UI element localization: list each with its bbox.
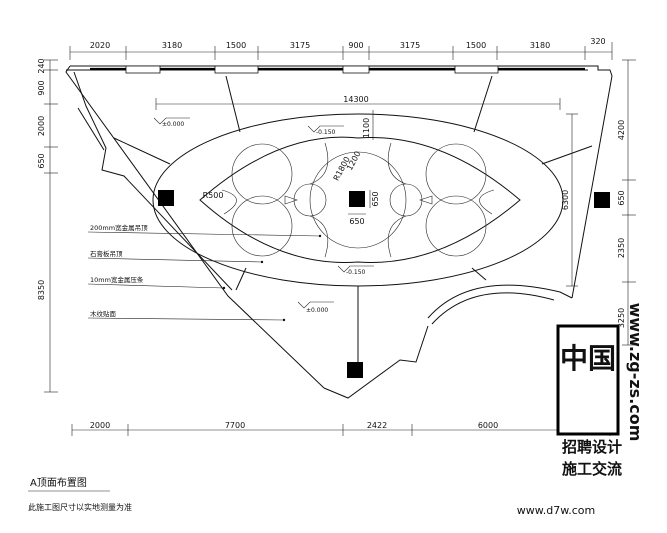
title-block: A顶面布置图 此施工图尺寸以实地测量为准 [28,477,132,512]
watermark-logo: 中国 [560,342,616,375]
right-dim-4: 3250 [617,308,626,328]
level-marker-3: -0.150 [346,269,366,276]
top-window-panels [90,65,585,74]
annotation-metal-ceiling: 200mm宽金属吊顶 [90,223,148,232]
inner-dim-overall: 14300 [343,95,368,104]
top-dim-3: 1500 [226,41,246,50]
watermark-url: www.zg-zs.com [626,303,645,442]
left-dimension-chain: 240 900 2000 650 8350 [37,58,58,393]
top-dim-4: 3175 [290,41,310,50]
top-dimension-chain: 2020 3180 1500 3175 900 3175 1500 3180 3… [69,37,613,60]
left-dim-2: 900 [37,80,46,95]
inner-dim-6300: 6300 [561,190,570,210]
watermark-line2: 施工交流 [562,460,622,478]
bottom-dim-2: 7700 [225,421,245,430]
drawing-title: A顶面布置图 [30,477,87,489]
annotation-wood-veneer: 木纹贴面 [90,309,117,318]
annotation-gypsum-ceiling: 石膏板吊顶 [90,249,123,258]
right-dim-3: 2350 [617,238,626,258]
inner-dim-650-vertical: 650 [371,191,380,206]
left-dim-3: 2000 [37,116,46,136]
watermark-bottom-url: www.d7w.com [517,504,595,517]
inner-dim-r500: R500 [203,191,224,200]
column-bottom [347,362,363,378]
watermark: 中国 www.zg-zs.com 招聘设计 施工交流 www.d7w.com [517,303,645,517]
bottom-dimension-chain: 2000 7700 2422 6000 [71,421,611,436]
bottom-dim-3: 2422 [367,421,387,430]
column-blocks [158,190,610,378]
bottom-dim-1: 2000 [90,421,110,430]
inner-dimensions: 14300 6300 1100 1200 R1800 R500 650 650 [155,95,578,287]
level-marker-1: ±0.000 [162,121,184,128]
top-dim-5: 900 [348,41,363,50]
column-right [594,192,610,208]
bottom-dim-4: 6000 [478,421,498,430]
left-dim-1: 240 [37,58,46,73]
column-left [158,190,174,206]
top-dim-8: 3180 [530,41,550,50]
column-center [349,191,365,207]
left-dim-5: 8350 [37,280,46,300]
drawing-subtitle: 此施工图尺寸以实地测量为准 [28,502,132,512]
top-dim-6: 3175 [400,41,420,50]
level-marker-2: -0.150 [316,129,336,136]
top-dim-1: 2020 [90,41,110,50]
inner-dim-650-horizontal: 650 [349,217,364,226]
level-markers: ±0.000 -0.150 -0.150 ±0.000 [153,117,374,314]
right-dim-1: 4200 [617,120,626,140]
left-dim-4: 650 [37,153,46,168]
room-outline [65,65,613,399]
material-annotations: 200mm宽金属吊顶 石膏板吊顶 10mm宽金属压条 木纹贴面 [87,223,322,322]
top-dim-2: 3180 [162,41,182,50]
right-dim-2: 650 [617,190,626,205]
top-dim-7: 1500 [466,41,486,50]
annotation-metal-strip: 10mm宽金属压条 [90,275,144,284]
right-dimension-chain: 4200 650 2350 3250 [617,59,636,346]
top-dim-9: 320 [590,37,605,46]
watermark-line1: 招聘设计 [562,438,622,456]
level-marker-4: ±0.000 [306,307,328,314]
inner-dim-1100: 1100 [362,118,371,138]
